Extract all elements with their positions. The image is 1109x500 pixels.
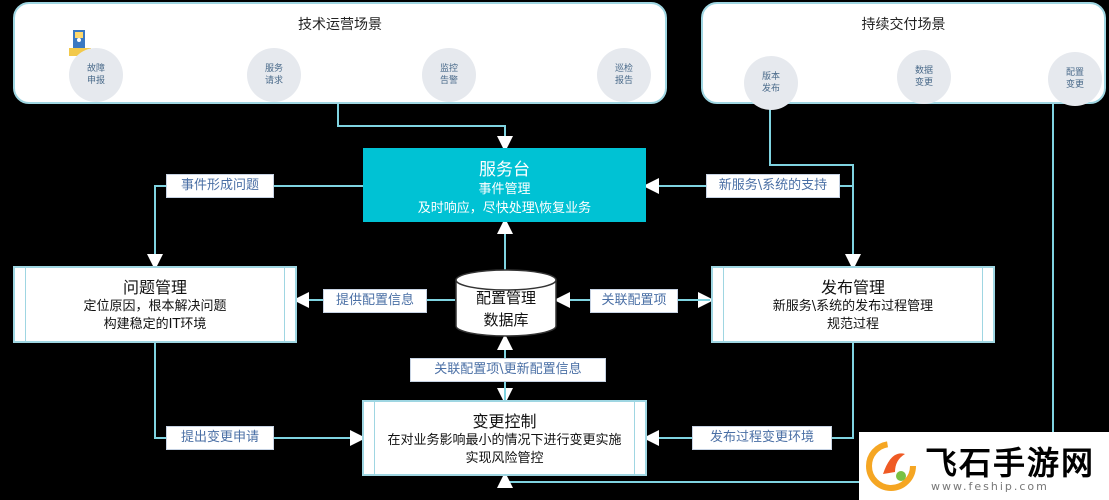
flame-logo-icon: [866, 441, 916, 491]
circle-data-change[interactable]: 数据变更: [897, 50, 951, 104]
line-servicedesk-to-problem: [147, 185, 363, 270]
change-control-line2: 实现风险管控: [465, 451, 544, 466]
tech-scene-title: 技术运营场景: [298, 17, 382, 33]
change-control-title: 变更控制: [472, 412, 537, 431]
cmdb-cylinder-icon[interactable]: [453, 268, 559, 340]
tech-scene-panel: 技术运营场景 故障申报 服务请求 监控告警 巡检报告: [13, 2, 667, 104]
watermark-name: 飞石手游网: [925, 444, 1096, 482]
label-related-update-ci: 关联配置项\更新配置信息: [410, 358, 606, 382]
label-propose-change: 提出变更申请: [166, 426, 274, 450]
change-control-box[interactable]: 变更控制 在对业务影响最小的情况下进行变更实施 实现风险管控: [362, 400, 647, 476]
label-new-service-support: 新服务\系统的支持: [706, 174, 840, 198]
label-release-change-env: 发布过程变更环境: [692, 426, 832, 450]
service-desk-title: 服务台: [479, 160, 530, 180]
watermark-logo: 飞石手游网 www.feship.com: [859, 432, 1109, 500]
watermark-url: www.feship.com: [931, 480, 1049, 493]
line-release-to-servicedesk: [769, 104, 861, 270]
circle-config-change[interactable]: 配置变更: [1048, 52, 1102, 106]
problem-mgmt-box[interactable]: 问题管理 定位原因，根本解决问题 构建稳定的IT环境: [13, 266, 297, 343]
problem-mgmt-line2: 构建稳定的IT环境: [103, 317, 207, 332]
circle-fault-report[interactable]: 故障申报: [69, 48, 123, 102]
delivery-scene-panel: 持续交付场景 版本发布 数据变更 配置变更: [701, 2, 1106, 110]
line-release-to-change: [643, 343, 854, 446]
label-related-ci: 关联配置项: [590, 289, 678, 313]
circle-version-release[interactable]: 版本发布: [744, 56, 798, 110]
cmdb-label: 配置管理 数据库: [475, 289, 536, 329]
release-mgmt-line2: 规范过程: [826, 317, 879, 332]
circle-service-request[interactable]: 服务请求: [247, 48, 301, 102]
release-mgmt-line1: 新服务\系统的发布过程管理: [772, 299, 934, 314]
circle-monitor-alert[interactable]: 监控告警: [422, 48, 476, 102]
problem-mgmt-title: 问题管理: [122, 278, 187, 297]
label-event-to-problem: 事件形成问题: [166, 174, 274, 198]
circle-inspection-report[interactable]: 巡检报告: [597, 48, 651, 102]
label-provide-config: 提供配置信息: [323, 289, 427, 313]
release-mgmt-title: 发布管理: [820, 278, 885, 297]
delivery-scene-title: 持续交付场景: [861, 17, 946, 33]
line-tech-to-servicedesk: [337, 104, 513, 152]
line-problem-to-change: [154, 343, 366, 446]
change-control-line1: 在对业务影响最小的情况下进行变更实施: [387, 433, 622, 448]
service-desk-line1: 事件管理: [478, 182, 531, 197]
problem-mgmt-line1: 定位原因，根本解决问题: [83, 299, 227, 314]
service-desk-line2: 及时响应，尽快处理\恢复业务: [417, 201, 592, 216]
release-mgmt-box[interactable]: 发布管理 新服务\系统的发布过程管理 规范过程: [711, 266, 995, 343]
service-desk-box[interactable]: 服务台 事件管理 及时响应，尽快处理\恢复业务: [363, 148, 646, 222]
